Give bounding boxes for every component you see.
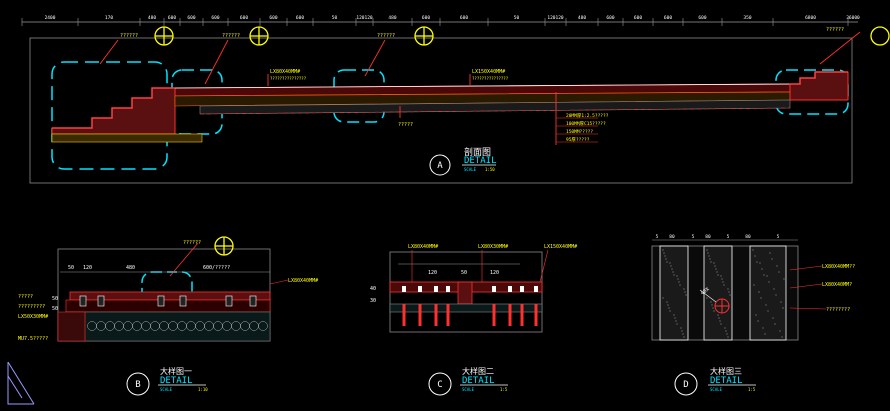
top-dim-5: 600 bbox=[187, 15, 195, 21]
side-dim-c-2: 30 bbox=[370, 298, 376, 304]
top-dim-15: 50 bbox=[514, 15, 520, 21]
note-b: ?????? bbox=[183, 240, 201, 246]
side-dim-c-1: 40 bbox=[370, 286, 376, 292]
detail-d-letter: D bbox=[683, 380, 688, 390]
top-dim-20: 600 bbox=[664, 15, 672, 21]
detail-b-detail: DETAIL bbox=[160, 376, 193, 386]
label-lx150: LX150X40MM# bbox=[472, 69, 505, 75]
layer-label-2: 100MM厚C15????? bbox=[566, 121, 606, 127]
label-lx150-sub: ??????????????? bbox=[472, 76, 509, 81]
right-stairs bbox=[789, 71, 849, 101]
detail-d-scale: SCALE bbox=[710, 387, 723, 392]
dim-d-5: 5 bbox=[727, 234, 730, 240]
dim-d-6: 80 bbox=[745, 234, 751, 240]
detail-d-title: 大样图三 bbox=[710, 366, 742, 376]
layer-label-3: 150MM????? bbox=[566, 129, 593, 135]
detail-b-letter: B bbox=[135, 380, 140, 390]
label-c-r: LX150X40MM# bbox=[544, 244, 577, 250]
label-d-r3: ???????? bbox=[826, 307, 850, 313]
dim-b-1: 50 bbox=[68, 265, 74, 271]
detail-c-panel: 120 50 120 40 30 LX80X40MM# LX80X30MM# L… bbox=[370, 244, 577, 396]
note-a4: ?????? bbox=[826, 27, 844, 33]
top-dim-7: 600 bbox=[240, 15, 248, 21]
detail-b-title: 大样图一 bbox=[160, 366, 192, 376]
section-a-scale: SCALE bbox=[464, 167, 477, 172]
dim-d-1: 5 bbox=[656, 234, 659, 240]
detail-d-panel: 5 80 5 80 5 80 5 40X LX80X40MM?? LX80X40MM? ??… bbox=[651, 234, 855, 396]
grid-marker-4 bbox=[870, 26, 890, 46]
detail-b-panel: ?????? 50 120 480 600/????? 50 50 ????? … bbox=[18, 236, 318, 396]
left-stairs bbox=[51, 87, 203, 143]
note-a1: ?????? bbox=[120, 33, 138, 39]
top-dim-19: 600 bbox=[634, 15, 642, 21]
top-dim-4: 600 bbox=[168, 15, 176, 21]
angle-d: 40X bbox=[700, 287, 711, 297]
top-dim-16: 120120 bbox=[547, 15, 564, 21]
label-d-r2: LX80X40MM? bbox=[822, 282, 852, 288]
label-q: ????? bbox=[398, 122, 413, 128]
label-lx80-sub: ??????????????? bbox=[270, 76, 307, 81]
detail-c-letter: C bbox=[437, 380, 442, 390]
note-a3: ?????? bbox=[377, 33, 395, 39]
section-a-letter: A bbox=[437, 161, 443, 171]
dim-d-4: 80 bbox=[705, 234, 711, 240]
label-b-l1: ????? bbox=[18, 294, 33, 300]
dim-b-2: 120 bbox=[83, 265, 92, 271]
detail-b-scale-val: 1:10 bbox=[198, 387, 208, 392]
top-dim-17: 480 bbox=[578, 15, 586, 21]
top-dim-21: 600 bbox=[698, 15, 706, 21]
top-dim-2: 170 bbox=[105, 15, 113, 21]
dim-b-4: 600/????? bbox=[203, 265, 230, 271]
label-lx80: LX80X40MM# bbox=[270, 69, 300, 75]
dim-c-1: 120 bbox=[428, 270, 437, 276]
detail-c-detail: DETAIL bbox=[462, 376, 495, 386]
top-dim-11: 120120 bbox=[356, 15, 373, 21]
dim-c-3: 120 bbox=[490, 270, 499, 276]
detail-d-scale-val: 1:5 bbox=[748, 387, 756, 392]
section-a-panel: ?????? ?????? ?????? ?????? LX80X40MM# ?… bbox=[29, 26, 890, 184]
top-dim-13: 600 bbox=[422, 15, 430, 21]
top-dim-3: 480 bbox=[148, 15, 156, 21]
note-a2: ?????? bbox=[222, 33, 240, 39]
detail-c-title: 大样图二 bbox=[462, 366, 494, 376]
layer-label-1: 20MM厚1:2.5????? bbox=[566, 113, 609, 119]
top-dim-22: 350 bbox=[743, 15, 751, 21]
dim-c-2: 50 bbox=[461, 270, 467, 276]
label-b-l4: MU7.5????? bbox=[18, 336, 48, 342]
side-dim-b-2: 50 bbox=[52, 306, 58, 312]
label-c-t2: LX80X30MM# bbox=[478, 244, 508, 250]
detail-c-scale: SCALE bbox=[462, 387, 475, 392]
section-a-scale-val: 1:50 bbox=[485, 167, 495, 172]
label-b-l2: ????????? bbox=[18, 304, 45, 310]
section-a-detail: DETAIL bbox=[464, 156, 497, 166]
top-dim-12: 480 bbox=[388, 15, 396, 21]
top-dim-9: 600 bbox=[296, 15, 304, 21]
label-d-r1: LX80X40MM?? bbox=[822, 264, 855, 270]
top-dim-24: 36000 bbox=[846, 15, 860, 21]
label-c-t1: LX80X40MM# bbox=[408, 244, 438, 250]
section-a-title: 剖面图 bbox=[464, 146, 491, 158]
dim-d-7: 5 bbox=[777, 234, 780, 240]
label-b-l3: LX50X30MM# bbox=[18, 314, 48, 320]
top-dim-6: 600 bbox=[211, 15, 219, 21]
layer-label-4: 95厚????? bbox=[566, 137, 590, 143]
top-dim-1: 2400 bbox=[45, 15, 56, 21]
top-dim-10: 50 bbox=[332, 15, 338, 21]
detail-b-scale: SCALE bbox=[160, 387, 173, 392]
top-dim-18: 600 bbox=[606, 15, 614, 21]
dim-d-3: 5 bbox=[692, 234, 695, 240]
side-dim-b-1: 50 bbox=[52, 296, 58, 302]
detail-c-scale-val: 1:5 bbox=[500, 387, 508, 392]
long-deck bbox=[174, 83, 791, 115]
top-dim-14: 600 bbox=[460, 15, 468, 21]
top-dim-23: 6800 bbox=[805, 15, 816, 21]
dim-b-3: 480 bbox=[126, 265, 135, 271]
ucs-icon bbox=[7, 361, 35, 405]
top-dimension-chain: 2400 170 480 600 600 600 600 600 600 50 120120 480 6… bbox=[21, 15, 860, 26]
dim-d-2: 80 bbox=[669, 234, 675, 240]
detail-d-detail: DETAIL bbox=[710, 376, 743, 386]
label-b-r: LX80X40MM# bbox=[288, 278, 318, 284]
top-dim-8: 600 bbox=[269, 15, 277, 21]
